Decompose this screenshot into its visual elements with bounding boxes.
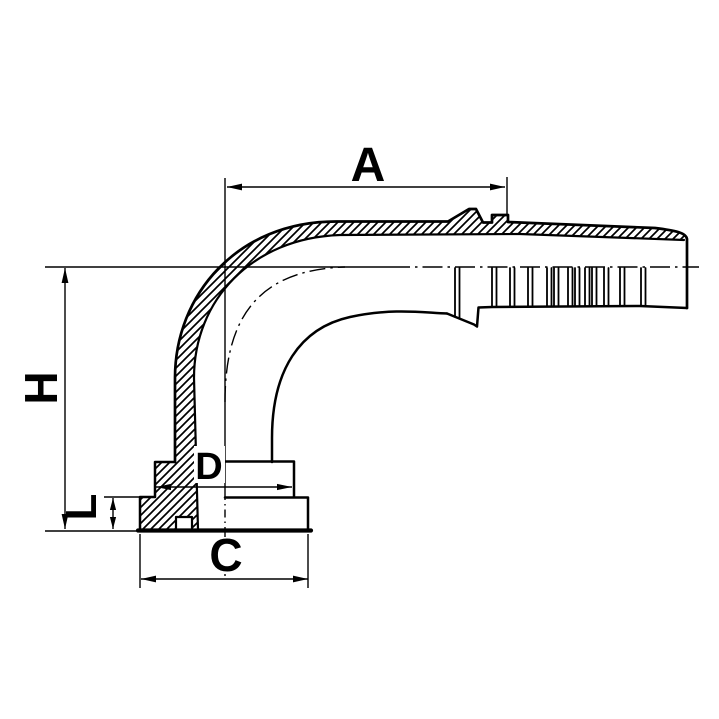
arrowhead xyxy=(141,575,156,583)
dimension-label-h: H xyxy=(15,371,67,404)
arrowhead xyxy=(109,498,117,510)
hatched-wall-region xyxy=(140,209,687,530)
arrowhead xyxy=(227,183,242,191)
dimension-l: L xyxy=(57,494,142,529)
section-hatch xyxy=(140,209,687,530)
flange-collar-left xyxy=(138,460,177,532)
arrowhead xyxy=(490,183,505,191)
wall-inner-line xyxy=(192,232,686,532)
dimension-label-c-backing xyxy=(206,537,245,574)
centerline-bend-curve xyxy=(224,266,346,403)
arrowhead xyxy=(61,514,69,529)
inner-bend-line xyxy=(270,310,449,464)
fitting-body xyxy=(135,207,689,533)
hose-tail-bottom-line xyxy=(445,304,689,328)
arrowhead xyxy=(109,517,117,529)
outer-surface-line xyxy=(173,207,689,464)
dimension-h: H xyxy=(15,266,390,532)
dimension-label-d: D xyxy=(195,446,222,488)
arrowhead xyxy=(61,268,69,283)
dimension-label-c: C xyxy=(209,529,242,581)
barb-grooves xyxy=(454,267,647,320)
dimension-a: A xyxy=(224,139,508,492)
arrowhead xyxy=(277,483,292,491)
dimension-label-a: A xyxy=(351,139,386,192)
arrowhead xyxy=(156,483,171,491)
dimension-c: C xyxy=(139,529,309,588)
flange-collar-right xyxy=(223,460,310,532)
flange-face-recess xyxy=(174,515,194,532)
dimension-label-l: L xyxy=(57,494,106,521)
dimension-label-d-backing xyxy=(194,446,225,483)
dimension-d: D xyxy=(156,446,292,491)
arrowhead xyxy=(293,575,308,583)
